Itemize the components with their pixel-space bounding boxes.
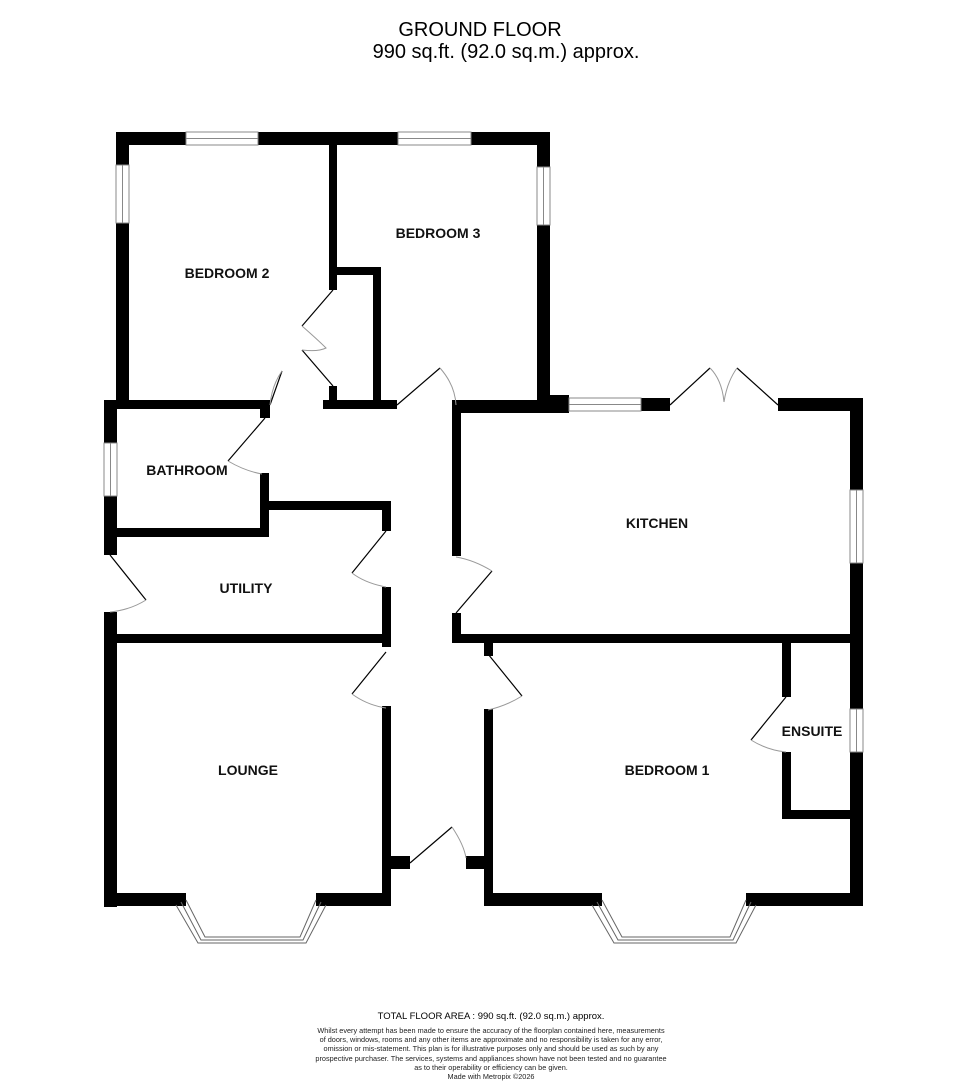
doors	[109, 289, 787, 864]
disclaimer-line: as to their operability or efficiency ca…	[414, 1062, 568, 1072]
disclaimer: Whilst every attempt has been made to en…	[0, 1026, 966, 1081]
disclaimer-line: of doors, windows, rooms and any other i…	[319, 1035, 663, 1045]
total-floor-area: TOTAL FLOOR AREA : 990 sq.ft. (92.0 sq.m…	[377, 1011, 605, 1022]
floor-area: 990 sq.ft. (92.0 sq.m.) approx.	[372, 41, 640, 63]
room-label-kitchen: KITCHEN	[626, 515, 688, 531]
room-label-lounge: LOUNGE	[218, 762, 278, 778]
room-label-bedroom2: BEDROOM 2	[185, 265, 270, 281]
room-label-ensuite: ENSUITE	[782, 723, 843, 739]
walls	[104, 132, 863, 907]
floor-title: GROUND FLOOR	[398, 19, 562, 41]
room-labels: BEDROOM 2 BEDROOM 3 BATHROOM UTILITY KIT…	[146, 225, 842, 778]
disclaimer-line: prospective purchaser. The services, sys…	[315, 1053, 667, 1063]
windows	[103, 131, 864, 753]
disclaimer-line: Whilst every attempt has been made to en…	[317, 1026, 665, 1035]
room-label-bathroom: BATHROOM	[146, 462, 227, 478]
floor-plan: BEDROOM 2 BEDROOM 3 BATHROOM UTILITY KIT…	[103, 131, 864, 944]
room-label-utility: UTILITY	[220, 580, 274, 596]
credit: Made with Metropix ©2026	[447, 1072, 535, 1081]
room-label-bedroom1: BEDROOM 1	[625, 762, 710, 778]
bay-windows	[175, 899, 757, 944]
room-label-bedroom3: BEDROOM 3	[396, 225, 481, 241]
disclaimer-line: omission or mis-statement. This plan is …	[323, 1044, 659, 1054]
